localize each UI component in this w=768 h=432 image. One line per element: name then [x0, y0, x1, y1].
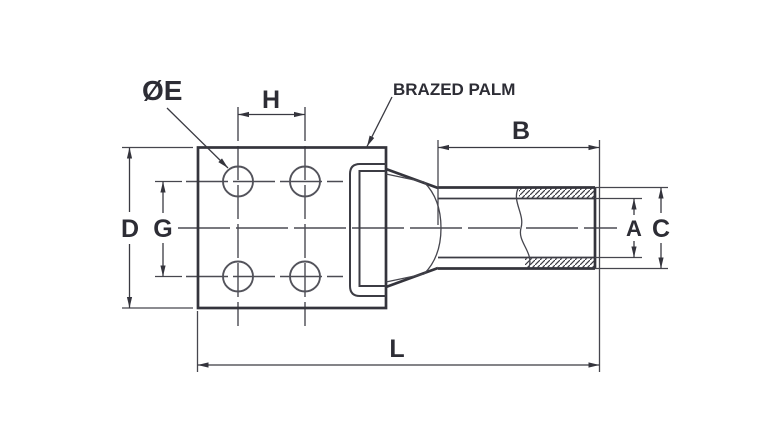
centerlines	[178, 107, 617, 326]
cone-top-seam-line	[385, 173, 425, 183]
bolt-hole-bottom-left	[222, 260, 254, 293]
cone-bottom-edge	[385, 266, 439, 289]
dimension-lines	[126, 96, 664, 368]
label-brazed-palm-note: BRAZED PALM	[393, 80, 515, 99]
palm-outline	[196, 146, 388, 310]
brazed-seam-inner	[358, 170, 386, 287]
label-hole-pitch-horizontal: H	[262, 86, 280, 114]
extension-lines	[122, 140, 668, 372]
cone-transition	[385, 167, 442, 289]
label-hole-pitch-vertical: G	[153, 215, 172, 243]
bolt-hole-bottom-right	[289, 260, 321, 293]
label-overall-length: L	[389, 335, 404, 363]
brazed-seam-outer	[349, 163, 386, 297]
barrel	[438, 186, 597, 270]
cone-flattening-arc	[423, 181, 442, 275]
cone-bottom-seam-line	[385, 273, 425, 283]
label-palm-width: D	[121, 215, 139, 243]
label-bore-diameter: A	[626, 216, 642, 241]
label-hole-diameter: ØE	[142, 75, 182, 106]
section-hatch-bottom-wall	[525, 258, 594, 268]
section-hatch-top-wall	[519, 188, 594, 198]
leader-line-hole-diameter	[166, 107, 229, 169]
bolt-hole-top-right	[289, 165, 321, 198]
label-barrel-outer-diameter: C	[652, 215, 670, 243]
dimension-labels: ØE H B D G A C L BRAZED PALM	[121, 75, 670, 363]
palm-body	[196, 146, 388, 310]
section-break-line	[515, 188, 531, 268]
label-barrel-length: B	[512, 117, 530, 145]
leader-line-brazed-palm	[366, 96, 393, 147]
bolt-hole-top-left	[222, 165, 254, 198]
cone-top-edge	[385, 167, 439, 190]
